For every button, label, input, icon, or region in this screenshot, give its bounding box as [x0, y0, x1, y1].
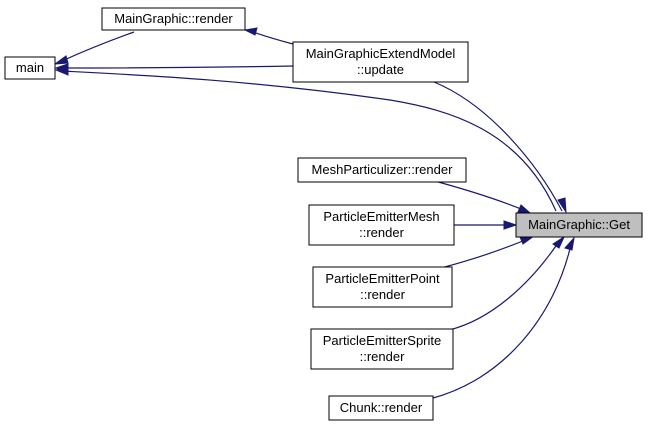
node-pe-point-label-2: ::render	[360, 287, 405, 302]
node-main[interactable]: main	[4, 56, 56, 80]
node-pe-sprite-label-1: ParticleEmitterSprite	[323, 333, 441, 348]
node-chunk-render[interactable]: Chunk::render	[328, 395, 434, 421]
node-pe-mesh-label-1: ParticleEmitterMesh	[323, 209, 439, 224]
edge-mg-get-to-mgem-update-arrow	[557, 197, 567, 214]
edge-mg-get-to-main	[61, 70, 557, 212]
node-pe-sprite[interactable]: ParticleEmitterSprite ::render	[310, 328, 454, 370]
node-mgem-update-label-2: ::update	[357, 62, 404, 77]
node-mg-render[interactable]: MainGraphic::render	[101, 7, 246, 31]
edge-mgem-update-to-main	[61, 65, 294, 69]
edge-mg-get-to-chunk-render-arrow	[564, 236, 575, 251]
node-pe-sprite-label-2: ::render	[360, 349, 405, 364]
edge-mg-render-to-main-arrow	[53, 55, 69, 65]
node-pe-mesh-box[interactable]	[308, 204, 455, 246]
edge-mg-get-to-pe-sprite	[448, 239, 561, 331]
node-mg-get-box[interactable]	[515, 212, 643, 238]
node-pe-sprite-box[interactable]	[310, 328, 454, 370]
node-mg-render-label: MainGraphic::render	[114, 11, 233, 26]
edge-mg-get-to-pe-sprite-arrow	[552, 235, 566, 249]
node-mgem-update[interactable]: MainGraphicExtendModel ::update	[292, 41, 469, 83]
edge-mg-render-to-main	[61, 31, 135, 62]
node-pe-point[interactable]: ParticleEmitterPoint ::render	[312, 266, 453, 308]
node-mesh-particulizer-box[interactable]	[297, 157, 467, 183]
edge-mg-get-to-mesh-particulizer-arrow	[517, 204, 532, 214]
edge-mg-get-to-mgem-update	[433, 81, 563, 212]
node-pe-mesh-label-2: ::render	[359, 225, 404, 240]
node-mesh-particulizer-label: MeshParticulizer::render	[312, 162, 454, 177]
node-pe-mesh[interactable]: ParticleEmitterMesh ::render	[308, 204, 455, 246]
edges	[53, 27, 575, 399]
node-pe-point-box[interactable]	[312, 266, 453, 308]
edge-mg-get-to-main-arrow	[54, 66, 69, 76]
edge-mg-get-to-pe-mesh-arrow	[503, 220, 518, 230]
edge-mg-get-to-mesh-particulizer	[430, 179, 527, 212]
node-pe-point-label-1: ParticleEmitterPoint	[325, 271, 440, 286]
node-mg-get[interactable]: MainGraphic::Get	[515, 212, 643, 238]
node-mg-render-box[interactable]	[101, 7, 246, 31]
node-chunk-render-label: Chunk::render	[340, 400, 423, 415]
edge-mg-get-to-chunk-render	[432, 239, 573, 399]
node-main-label: main	[16, 60, 44, 75]
edge-mgem-update-to-mg-render-arrow	[243, 27, 258, 36]
node-mg-get-label: MainGraphic::Get	[528, 217, 630, 232]
node-mgem-update-box[interactable]	[292, 41, 469, 83]
node-mgem-update-label-1: MainGraphicExtendModel	[306, 46, 456, 61]
node-chunk-render-box[interactable]	[328, 395, 434, 421]
node-main-box[interactable]	[4, 56, 56, 80]
node-mesh-particulizer[interactable]: MeshParticulizer::render	[297, 157, 467, 183]
edge-mgem-update-to-mg-render	[249, 30, 294, 45]
